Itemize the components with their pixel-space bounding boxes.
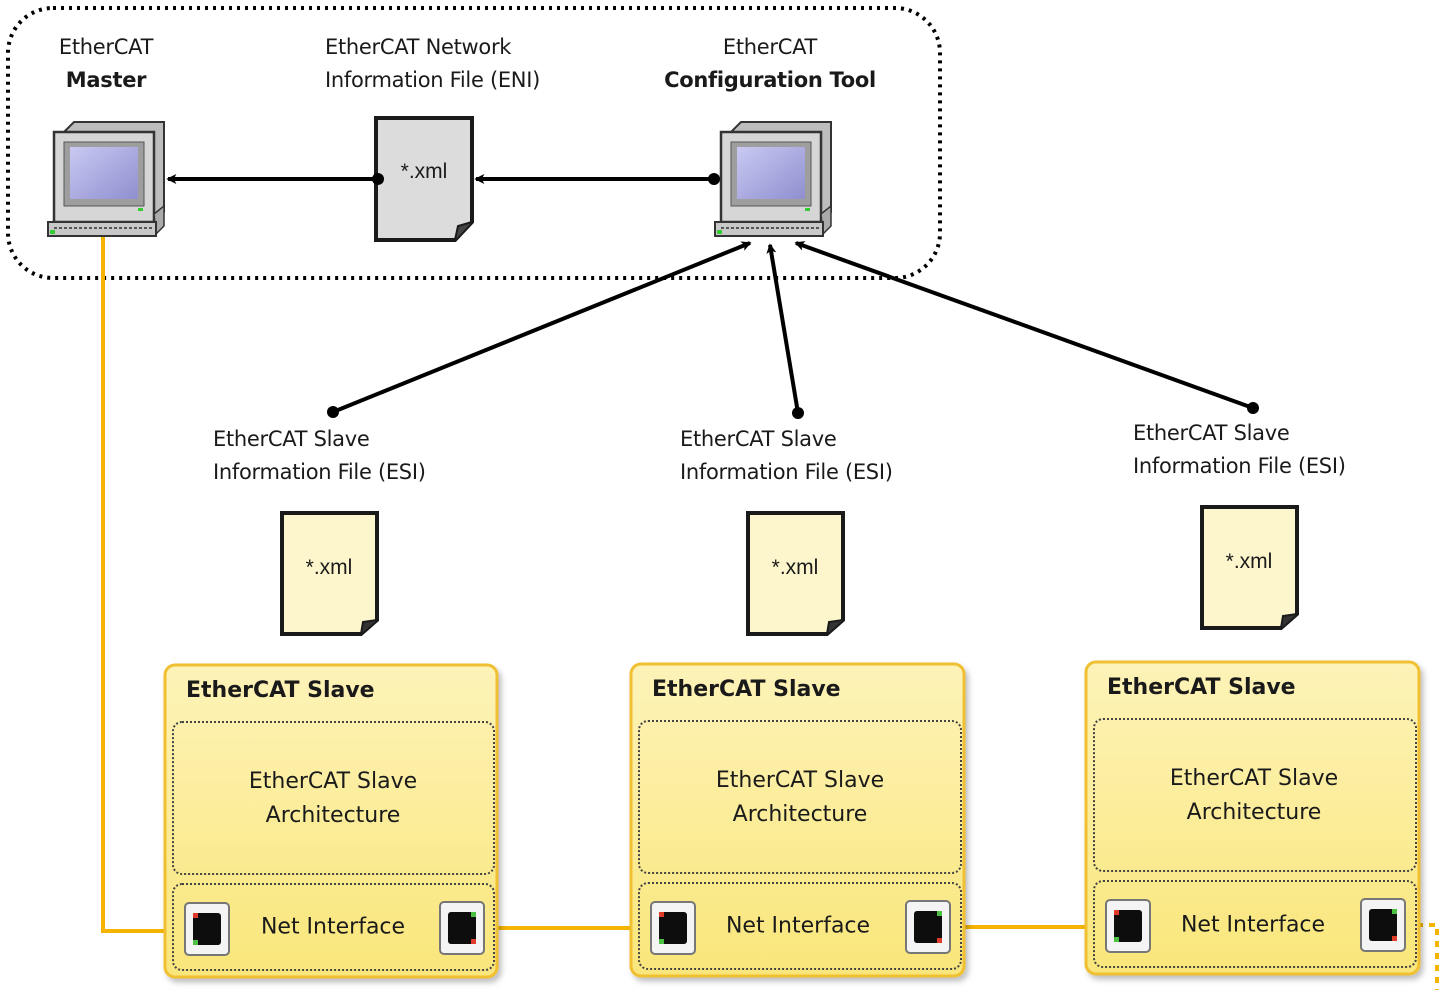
tool-label: EtherCAT Configuration Tool bbox=[664, 31, 876, 97]
slave-box-2 bbox=[629, 662, 966, 978]
connector-dots bbox=[327, 173, 1259, 419]
net-interface-region bbox=[638, 882, 962, 970]
arrow-esi-1-to-tool bbox=[332, 241, 752, 414]
arrow-esi-3-to-tool bbox=[794, 241, 1254, 410]
net-interface-label: Net Interface bbox=[1180, 912, 1326, 938]
esi-document-icon bbox=[746, 511, 845, 636]
eni-label-line1: EtherCAT Network bbox=[325, 35, 512, 59]
slave-title: EtherCAT Slave bbox=[652, 677, 841, 702]
esi-label-line1: EtherCAT Slave bbox=[680, 427, 837, 451]
net-interface-region bbox=[1093, 880, 1417, 968]
architecture-region bbox=[638, 720, 962, 874]
architecture-region bbox=[172, 721, 495, 875]
slave-title: EtherCAT Slave bbox=[186, 678, 375, 703]
esi-label-line1: EtherCAT Slave bbox=[1133, 421, 1290, 445]
eni-label: EtherCAT Network Information File (ENI) bbox=[325, 31, 540, 97]
slave-box-3 bbox=[1084, 660, 1421, 976]
architecture-line1: EtherCAT Slave bbox=[715, 768, 885, 793]
ethernet-port-icon bbox=[905, 900, 951, 954]
slave-architecture-label: EtherCAT Slave Architecture bbox=[716, 764, 884, 832]
data-flow-arrows bbox=[166, 174, 1254, 414]
slave-architecture-label: EtherCAT Slave Architecture bbox=[1170, 762, 1338, 830]
master-label-line2: Master bbox=[65, 68, 147, 92]
esi-file-label: *.xml bbox=[305, 556, 353, 579]
ethernet-port-icon bbox=[1105, 899, 1151, 953]
esi-label-1: EtherCAT Slave Information File (ESI) bbox=[213, 423, 426, 489]
ethernet-port-icon bbox=[439, 901, 485, 955]
architecture-line2: Architecture bbox=[265, 803, 401, 828]
ethernet-port-icon bbox=[1360, 898, 1406, 952]
architecture-region bbox=[1093, 718, 1417, 872]
esi-label-line2: Information File (ESI) bbox=[213, 460, 426, 484]
master-computer-icon bbox=[46, 120, 166, 238]
architecture-line2: Architecture bbox=[1186, 800, 1322, 825]
esi-label-3: EtherCAT Slave Information File (ESI) bbox=[1133, 417, 1346, 483]
esi-file-label: *.xml bbox=[1225, 550, 1273, 573]
arrow-esi-2-to-tool bbox=[766, 243, 800, 414]
net-interface-label: Net Interface bbox=[725, 913, 871, 939]
esi-document-icon bbox=[1200, 505, 1299, 630]
eni-label-line2: Information File (ENI) bbox=[325, 68, 541, 92]
architecture-line1: EtherCAT Slave bbox=[248, 769, 418, 794]
esi-document-icon bbox=[280, 511, 379, 636]
ethernet-port-icon bbox=[650, 901, 696, 955]
ethernet-port-icon bbox=[184, 902, 230, 956]
cable-continuation bbox=[1405, 923, 1439, 990]
slave-architecture-label: EtherCAT Slave Architecture bbox=[249, 765, 417, 833]
architecture-line2: Architecture bbox=[732, 802, 868, 827]
esi-file-label: *.xml bbox=[771, 556, 819, 579]
eni-document-icon bbox=[374, 116, 474, 242]
esi-label-line2: Information File (ESI) bbox=[680, 460, 893, 484]
esi-label-line1: EtherCAT Slave bbox=[213, 427, 370, 451]
tool-label-line1: EtherCAT bbox=[722, 35, 818, 59]
config-tool-computer-icon bbox=[713, 120, 833, 238]
esi-label-2: EtherCAT Slave Information File (ESI) bbox=[680, 423, 893, 489]
eni-file-label: *.xml bbox=[400, 160, 448, 183]
ethernet-ports bbox=[184, 898, 1406, 956]
architecture-line1: EtherCAT Slave bbox=[1169, 766, 1339, 791]
esi-label-line2: Information File (ESI) bbox=[1133, 454, 1346, 478]
slave-title: EtherCAT Slave bbox=[1107, 675, 1296, 700]
master-label-line1: EtherCAT bbox=[58, 35, 154, 59]
master-label: EtherCAT Master bbox=[58, 31, 154, 97]
config-group-boundary bbox=[6, 6, 942, 280]
net-interface-label: Net Interface bbox=[260, 914, 406, 940]
tool-label-line2: Configuration Tool bbox=[664, 68, 876, 92]
slave-box-1 bbox=[163, 663, 499, 979]
